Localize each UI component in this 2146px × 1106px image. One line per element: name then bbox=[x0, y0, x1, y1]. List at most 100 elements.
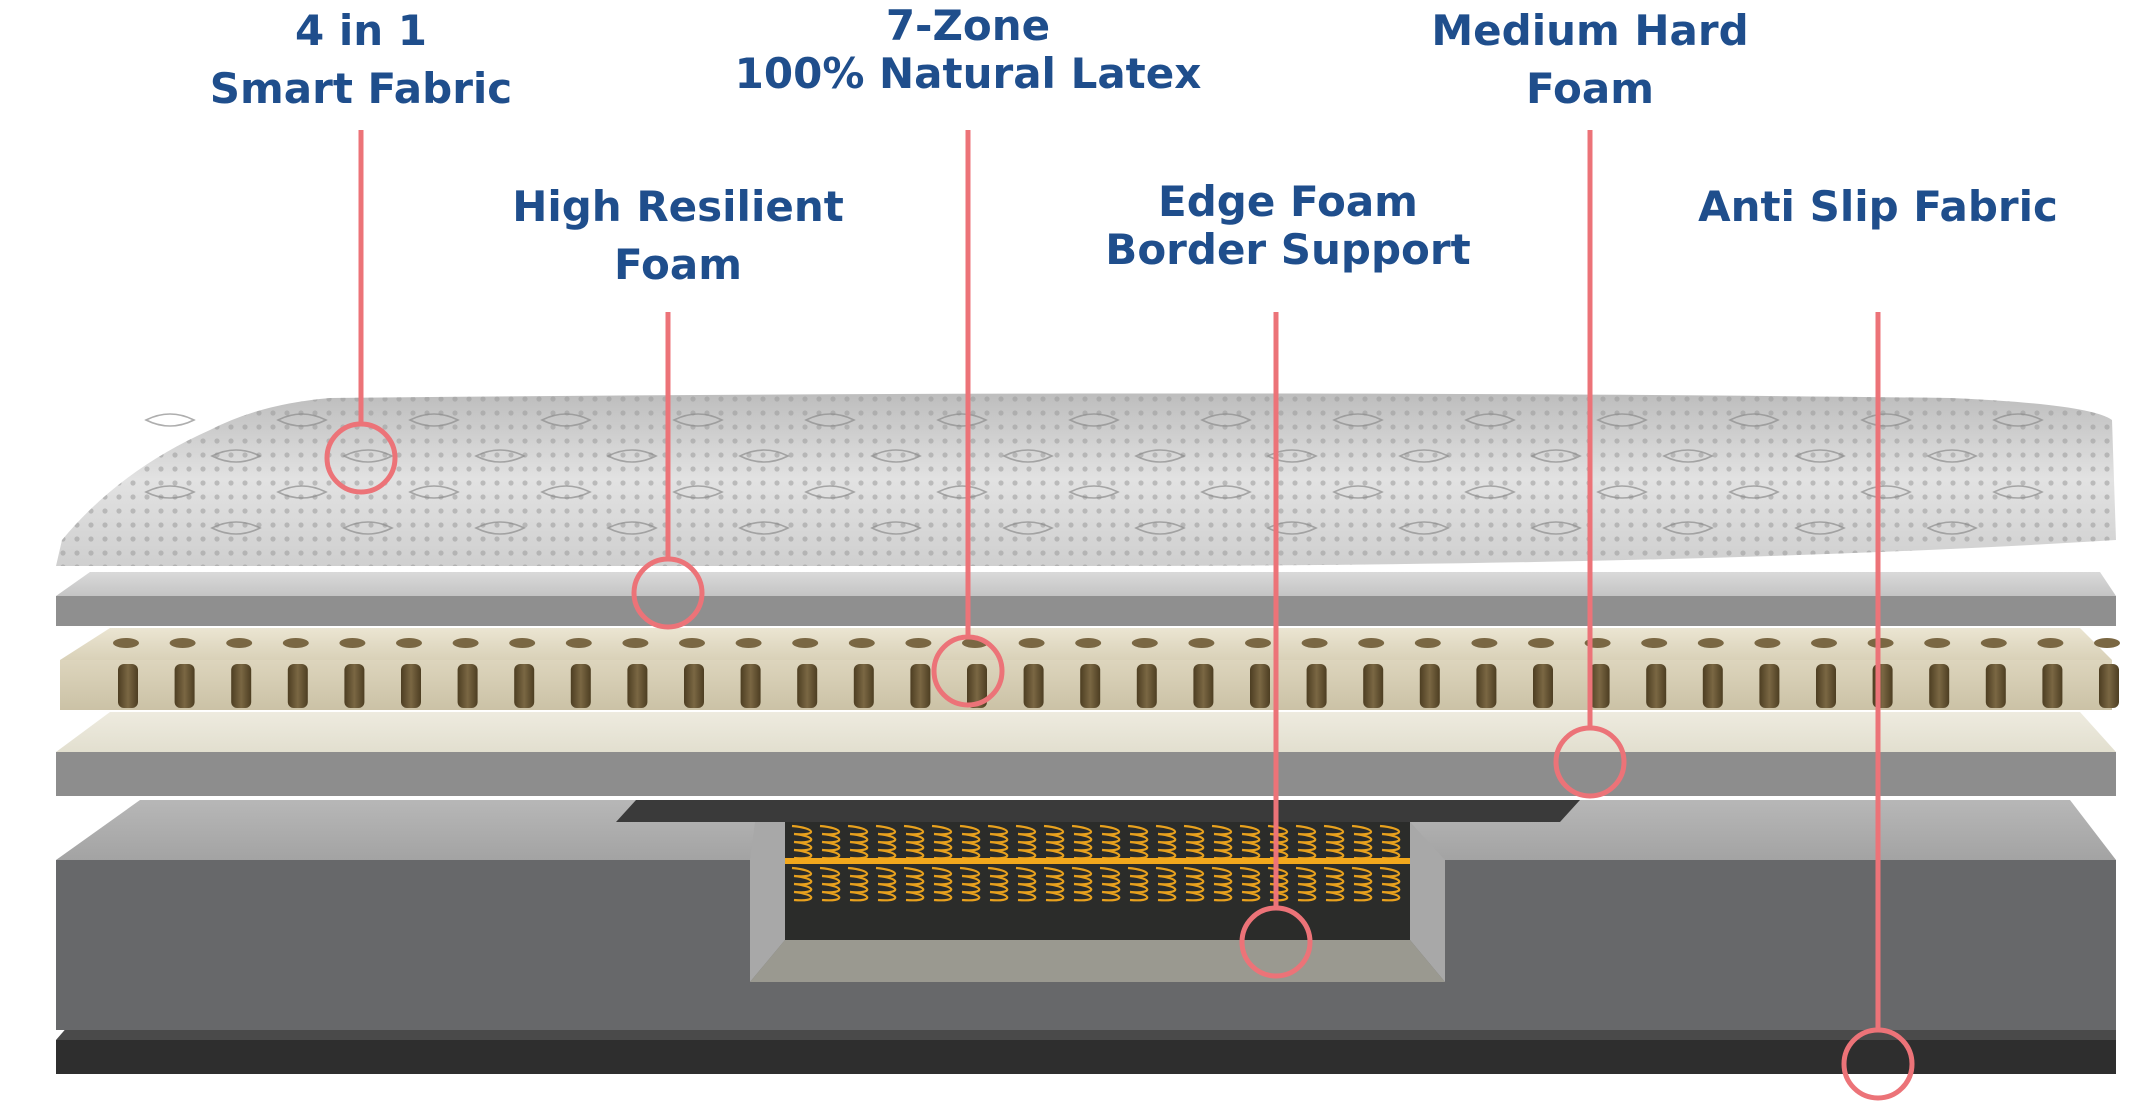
latex-hole-front bbox=[174, 664, 195, 708]
coil-spring bbox=[1127, 866, 1149, 902]
quilt-stitch bbox=[738, 521, 790, 535]
quilt-stitch bbox=[408, 413, 460, 427]
label-high-resilient-foam: High Resilient Foam bbox=[512, 178, 844, 294]
quilt-stitch bbox=[1134, 521, 1186, 535]
coil-spring bbox=[1323, 824, 1345, 860]
quilt-stitch bbox=[1266, 449, 1318, 463]
coil-spring bbox=[847, 824, 869, 860]
latex-hole-top bbox=[1245, 638, 1271, 648]
latex-hole-front bbox=[910, 664, 931, 708]
callout-lines bbox=[324, 130, 1915, 1101]
quilt-stitch bbox=[1398, 521, 1450, 535]
latex-hole-top bbox=[169, 638, 196, 648]
coil-spring bbox=[1071, 866, 1093, 902]
label-line: Edge Foam bbox=[1158, 177, 1418, 226]
coil-spring bbox=[1211, 824, 1233, 860]
coil-spring bbox=[819, 866, 841, 902]
latex-hole-top bbox=[1414, 638, 1441, 648]
latex-hole-front bbox=[457, 664, 478, 708]
quilt-stitch bbox=[144, 413, 196, 427]
coil-spring bbox=[819, 824, 841, 860]
quilt-stitch bbox=[1728, 413, 1780, 427]
quilt-stitch bbox=[1992, 485, 2044, 499]
cavity-floor bbox=[750, 940, 1445, 982]
latex-hole-top bbox=[905, 638, 932, 648]
callout-circle bbox=[631, 556, 705, 630]
quilt-stitch bbox=[1530, 449, 1582, 463]
coil-spring bbox=[1099, 824, 1121, 860]
coil-cavity-rim bbox=[616, 800, 1580, 822]
latex-hole-front bbox=[1985, 664, 2006, 708]
coil-spring bbox=[903, 824, 925, 860]
coil-spring bbox=[1211, 866, 1233, 902]
quilt-stitch bbox=[738, 449, 790, 463]
quilt-stitch bbox=[342, 449, 394, 463]
latex-hole-top bbox=[1471, 638, 1498, 648]
cavity-left-wall bbox=[750, 822, 785, 982]
quilt-stitch bbox=[804, 485, 856, 499]
latex-hole-top bbox=[1980, 638, 2007, 648]
latex-hole-top bbox=[2094, 638, 2120, 648]
latex-hole-front bbox=[2042, 664, 2063, 708]
quilt-stitch bbox=[1530, 521, 1582, 535]
quilt-stitch bbox=[1662, 521, 1714, 535]
anti-slip-fabric-front bbox=[56, 1040, 2116, 1074]
quilt-stitch bbox=[474, 521, 526, 535]
quilt-stitch bbox=[342, 521, 394, 535]
quilt-stitch bbox=[1068, 413, 1120, 427]
coil-spring bbox=[987, 866, 1009, 902]
coil-spring bbox=[1323, 866, 1345, 902]
quilt-stitch bbox=[672, 485, 724, 499]
latex-hole-front bbox=[1193, 664, 1214, 708]
coil-spring bbox=[931, 824, 953, 860]
latex-hole-top bbox=[792, 638, 819, 648]
label-anti-slip-fabric: Anti Slip Fabric bbox=[1698, 178, 2058, 236]
label-line: 100% Natural Latex bbox=[734, 49, 1202, 98]
latex-hole-top bbox=[2037, 638, 2064, 648]
quilt-stitch bbox=[1662, 449, 1714, 463]
label-line: Medium Hard bbox=[1431, 6, 1749, 55]
quilt-stitch bbox=[1464, 413, 1516, 427]
latex-hole-front bbox=[627, 664, 648, 708]
coil-spring bbox=[1351, 824, 1373, 860]
latex-hole-top bbox=[396, 638, 422, 648]
quilt-stitch bbox=[1926, 449, 1978, 463]
label-line: Smart Fabric bbox=[209, 64, 513, 113]
quilt-stitch bbox=[1332, 485, 1384, 499]
latex-hole-front bbox=[740, 664, 761, 708]
coil-spring bbox=[1015, 824, 1037, 860]
latex-hole-front bbox=[1533, 664, 1553, 708]
coil-spring bbox=[1267, 824, 1289, 860]
quilt-stitch bbox=[870, 449, 922, 463]
latex-hole-top bbox=[1528, 638, 1554, 648]
latex-hole-front bbox=[1023, 664, 1044, 708]
smart-fabric-dots bbox=[56, 393, 2116, 566]
latex-hole-front bbox=[2099, 664, 2119, 708]
latex-hole-front bbox=[344, 664, 365, 708]
coil-spring bbox=[1043, 866, 1065, 902]
latex-hole-front bbox=[1589, 664, 1610, 708]
latex-hole-top bbox=[848, 638, 875, 648]
latex-hole-front bbox=[1363, 664, 1384, 708]
callout-circle bbox=[1239, 905, 1313, 979]
latex-hole-top bbox=[1018, 638, 1045, 648]
label-line: 4 in 1 bbox=[294, 6, 427, 55]
latex-hole-front bbox=[1476, 664, 1497, 708]
coil-spring bbox=[1351, 866, 1373, 902]
label-smart-fabric: 4 in 1 Smart Fabric bbox=[210, 2, 512, 118]
quilt-stitch bbox=[870, 521, 922, 535]
latex-hole-top bbox=[113, 638, 139, 648]
label-line: Foam bbox=[614, 240, 742, 289]
callout-circle bbox=[931, 634, 1005, 708]
quilt-stitch bbox=[606, 521, 658, 535]
latex-hole-front bbox=[1759, 664, 1780, 708]
latex-hole-top bbox=[565, 638, 592, 648]
latex-hole-top bbox=[1358, 638, 1385, 648]
pocket-coils bbox=[791, 824, 1401, 902]
quilt-stitch bbox=[276, 413, 328, 427]
quilt-stitch bbox=[1728, 485, 1780, 499]
latex-hole-front bbox=[684, 664, 704, 708]
quilt-stitch bbox=[1266, 521, 1318, 535]
quilt-stitch bbox=[210, 449, 262, 463]
